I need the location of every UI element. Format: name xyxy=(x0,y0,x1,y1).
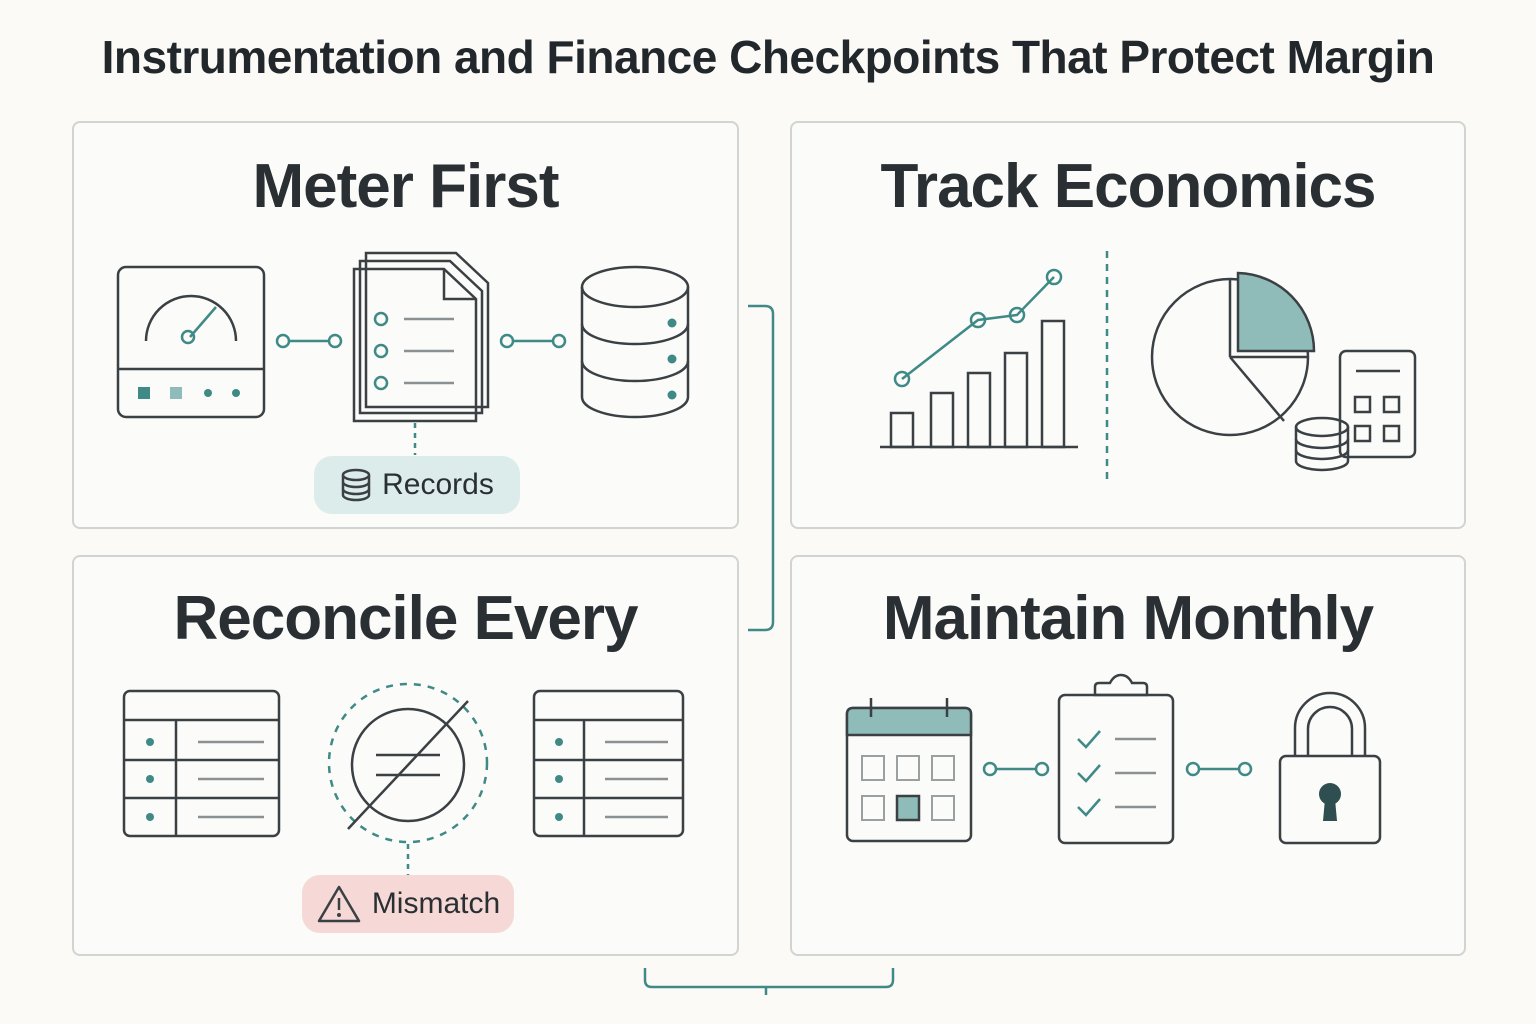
growth-chart-icon xyxy=(880,268,1078,449)
side-bracket xyxy=(748,304,775,632)
documents-icon xyxy=(352,251,490,455)
ledger-table-icon xyxy=(122,689,281,838)
panel-heading: Meter First xyxy=(252,152,560,221)
connector-icon xyxy=(1185,761,1253,777)
checklist-icon xyxy=(1057,673,1175,845)
panel-maintain-monthly: Maintain Monthly xyxy=(790,555,1466,956)
padlock-icon xyxy=(1278,691,1382,845)
coins-icon xyxy=(1294,416,1350,472)
panel-heading: Maintain Monthly xyxy=(882,584,1374,653)
panel-meter-first: Meter First xyxy=(72,121,739,529)
bottom-bracket xyxy=(643,968,895,989)
ledger-table-icon xyxy=(532,689,685,838)
warning-icon xyxy=(317,885,361,923)
panel-heading: Reconcile Every xyxy=(173,584,638,653)
meter-device-icon xyxy=(116,265,266,419)
connector-icon xyxy=(275,333,343,349)
panel-heading: Track Economics xyxy=(880,152,1376,221)
records-badge: Records xyxy=(314,456,520,514)
panel-reconcile-every: Reconcile Every xyxy=(72,555,739,956)
calculator-icon xyxy=(1338,349,1417,459)
pie-chart-icon xyxy=(1150,271,1316,437)
not-equal-icon xyxy=(327,682,489,875)
database-icon xyxy=(341,468,371,502)
connector-icon xyxy=(499,333,567,349)
mismatch-badge: Mismatch xyxy=(302,875,514,933)
calendar-icon xyxy=(845,698,973,843)
mismatch-label: Mismatch xyxy=(371,887,501,920)
records-label: Records xyxy=(382,468,494,501)
connector-icon xyxy=(982,761,1050,777)
database-icon xyxy=(580,265,690,419)
panel-track-economics: Track Economics xyxy=(790,121,1466,529)
page-title: Instrumentation and Finance Checkpoints … xyxy=(101,31,1435,83)
